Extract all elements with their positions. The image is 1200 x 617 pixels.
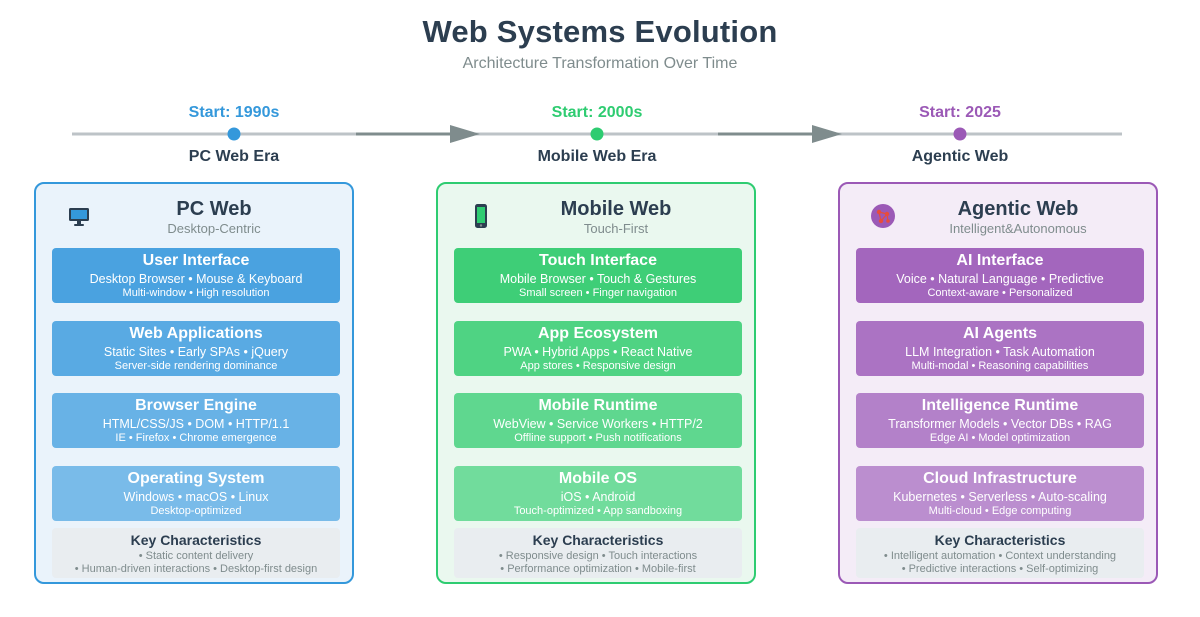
card-subtitle: Desktop-Centric bbox=[167, 221, 261, 236]
layer-main: Static Sites • Early SPAs • jQuery bbox=[103, 345, 289, 359]
mobile-web-card: Mobile Web Touch-First Touch Interface M… bbox=[436, 182, 756, 584]
agentic-web-card: Agentic Web Intelligent&Autonomous AI In… bbox=[838, 182, 1158, 584]
layer-detail: Multi-modal • Reasoning capabilities bbox=[911, 360, 1089, 372]
card-subtitle: Touch-First bbox=[583, 221, 649, 236]
layer-mobile-os: Mobile OS iOS • Android Touch-optimized … bbox=[454, 466, 742, 521]
key-characteristics: Key Characteristics • Responsive design … bbox=[454, 528, 742, 578]
layer-detail: Context-aware • Personalized bbox=[927, 287, 1073, 299]
key-characteristics: Key Characteristics • Static content del… bbox=[52, 528, 340, 578]
layer-main: WebView • Service Workers • HTTP/2 bbox=[493, 417, 703, 431]
layer-main: Voice • Natural Language • Predictive bbox=[896, 272, 1104, 286]
layer-cloud-infrastructure: Cloud Infrastructure Kubernetes • Server… bbox=[856, 466, 1144, 521]
smartphone-icon bbox=[475, 204, 487, 228]
layer-detail: App stores • Responsive design bbox=[520, 360, 676, 372]
key-characteristics-line: • Intelligent automation • Context under… bbox=[883, 550, 1117, 562]
key-characteristics-line: • Predictive interactions • Self-optimiz… bbox=[901, 563, 1099, 575]
layer-main: HTML/CSS/JS • DOM • HTTP/1.1 bbox=[102, 417, 290, 431]
layer-name: Cloud Infrastructure bbox=[923, 470, 1077, 487]
key-characteristics-title: Key Characteristics bbox=[130, 532, 262, 548]
layer-main: iOS • Android bbox=[560, 490, 636, 504]
layer-name: AI Interface bbox=[956, 252, 1044, 269]
layer-web-applications: Web Applications Static Sites • Early SP… bbox=[52, 321, 340, 376]
layer-mobile-runtime: Mobile Runtime WebView • Service Workers… bbox=[454, 393, 742, 448]
layer-ai-interface: AI Interface Voice • Natural Language • … bbox=[856, 248, 1144, 303]
key-characteristics-line: • Static content delivery bbox=[138, 550, 254, 562]
layer-detail: Server-side rendering dominance bbox=[114, 360, 278, 372]
timeline-start-agentic: Start: 2025 bbox=[919, 104, 1001, 121]
layer-ai-agents: AI Agents LLM Integration • Task Automat… bbox=[856, 321, 1144, 376]
layer-name: Mobile OS bbox=[558, 470, 638, 487]
layer-operating-system: Operating System Windows • macOS • Linux… bbox=[52, 466, 340, 521]
layer-browser-engine: Browser Engine HTML/CSS/JS • DOM • HTTP/… bbox=[52, 393, 340, 448]
key-characteristics-title: Key Characteristics bbox=[532, 532, 664, 548]
layer-main: Mobile Browser • Touch & Gestures bbox=[499, 272, 697, 286]
layer-main: LLM Integration • Task Automation bbox=[905, 345, 1095, 359]
layer-user-interface: User Interface Desktop Browser • Mouse &… bbox=[52, 248, 340, 303]
layer-name: Mobile Runtime bbox=[538, 397, 658, 414]
key-characteristics-line: • Performance optimization • Mobile-firs… bbox=[500, 563, 696, 575]
layer-name: Intelligence Runtime bbox=[921, 397, 1079, 414]
layer-intelligence-runtime: Intelligence Runtime Transformer Models … bbox=[856, 393, 1144, 448]
timeline-era-pc: PC Web Era bbox=[188, 148, 280, 165]
layer-name: User Interface bbox=[142, 252, 250, 269]
layer-detail: Multi-window • High resolution bbox=[122, 287, 270, 299]
layer-main: PWA • Hybrid Apps • React Native bbox=[503, 345, 693, 359]
layer-name: Web Applications bbox=[129, 325, 263, 342]
layer-detail: Small screen • Finger navigation bbox=[519, 287, 677, 299]
timeline-arrow-head bbox=[450, 125, 480, 143]
layer-app-ecosystem: App Ecosystem PWA • Hybrid Apps • React … bbox=[454, 321, 742, 376]
card-header: PC Web Desktop-Centric bbox=[36, 196, 352, 240]
layer-detail: Desktop-optimized bbox=[150, 505, 242, 517]
layer-name: Touch Interface bbox=[539, 252, 657, 269]
key-characteristics: Key Characteristics • Intelligent automa… bbox=[856, 528, 1144, 578]
card-header: Agentic Web Intelligent&Autonomous bbox=[840, 196, 1156, 240]
card-title: Agentic Web bbox=[957, 198, 1079, 220]
layer-name: Browser Engine bbox=[135, 397, 257, 414]
timeline-era-mobile: Mobile Web Era bbox=[537, 148, 657, 165]
card-header: Mobile Web Touch-First bbox=[438, 196, 754, 240]
card-subtitle: Intelligent&Autonomous bbox=[949, 221, 1087, 236]
layer-main: Transformer Models • Vector DBs • RAG bbox=[888, 417, 1112, 431]
ai-network-icon bbox=[871, 204, 895, 228]
card-title: Mobile Web bbox=[560, 198, 672, 220]
layer-name: AI Agents bbox=[962, 325, 1038, 342]
timeline-dot-mobile bbox=[590, 127, 604, 141]
layer-detail: Offline support • Push notifications bbox=[514, 432, 682, 444]
layer-main: Windows • macOS • Linux bbox=[123, 490, 269, 504]
monitor-icon bbox=[69, 208, 89, 226]
key-characteristics-line: • Human-driven interactions • Desktop-fi… bbox=[74, 563, 318, 575]
timeline-arrow-head bbox=[812, 125, 842, 143]
layer-touch-interface: Touch Interface Mobile Browser • Touch &… bbox=[454, 248, 742, 303]
layer-name: App Ecosystem bbox=[537, 325, 659, 342]
timeline-era-agentic: Agentic Web bbox=[911, 148, 1009, 165]
key-characteristics-title: Key Characteristics bbox=[934, 532, 1066, 548]
timeline bbox=[72, 125, 1122, 143]
timeline-start-mobile: Start: 2000s bbox=[551, 104, 643, 121]
layer-main: Desktop Browser • Mouse & Keyboard bbox=[89, 272, 303, 286]
layer-detail: Multi-cloud • Edge computing bbox=[928, 505, 1072, 517]
timeline-dot-pc bbox=[227, 127, 241, 141]
page-subtitle: Architecture Transformation Over Time bbox=[462, 55, 738, 72]
pc-web-card: PC Web Desktop-Centric User Interface De… bbox=[34, 182, 354, 584]
layer-name: Operating System bbox=[127, 470, 265, 487]
layer-detail: Edge AI • Model optimization bbox=[929, 432, 1071, 444]
key-characteristics-line: • Responsive design • Touch interactions bbox=[498, 550, 698, 562]
timeline-dot-agentic bbox=[953, 127, 967, 141]
card-title: PC Web bbox=[176, 198, 252, 220]
layer-main: Kubernetes • Serverless • Auto-scaling bbox=[893, 490, 1107, 504]
page-title: Web Systems Evolution bbox=[422, 14, 778, 49]
timeline-start-pc: Start: 1990s bbox=[188, 104, 280, 121]
layer-detail: IE • Firefox • Chrome emergence bbox=[115, 432, 277, 444]
layer-detail: Touch-optimized • App sandboxing bbox=[513, 505, 683, 517]
